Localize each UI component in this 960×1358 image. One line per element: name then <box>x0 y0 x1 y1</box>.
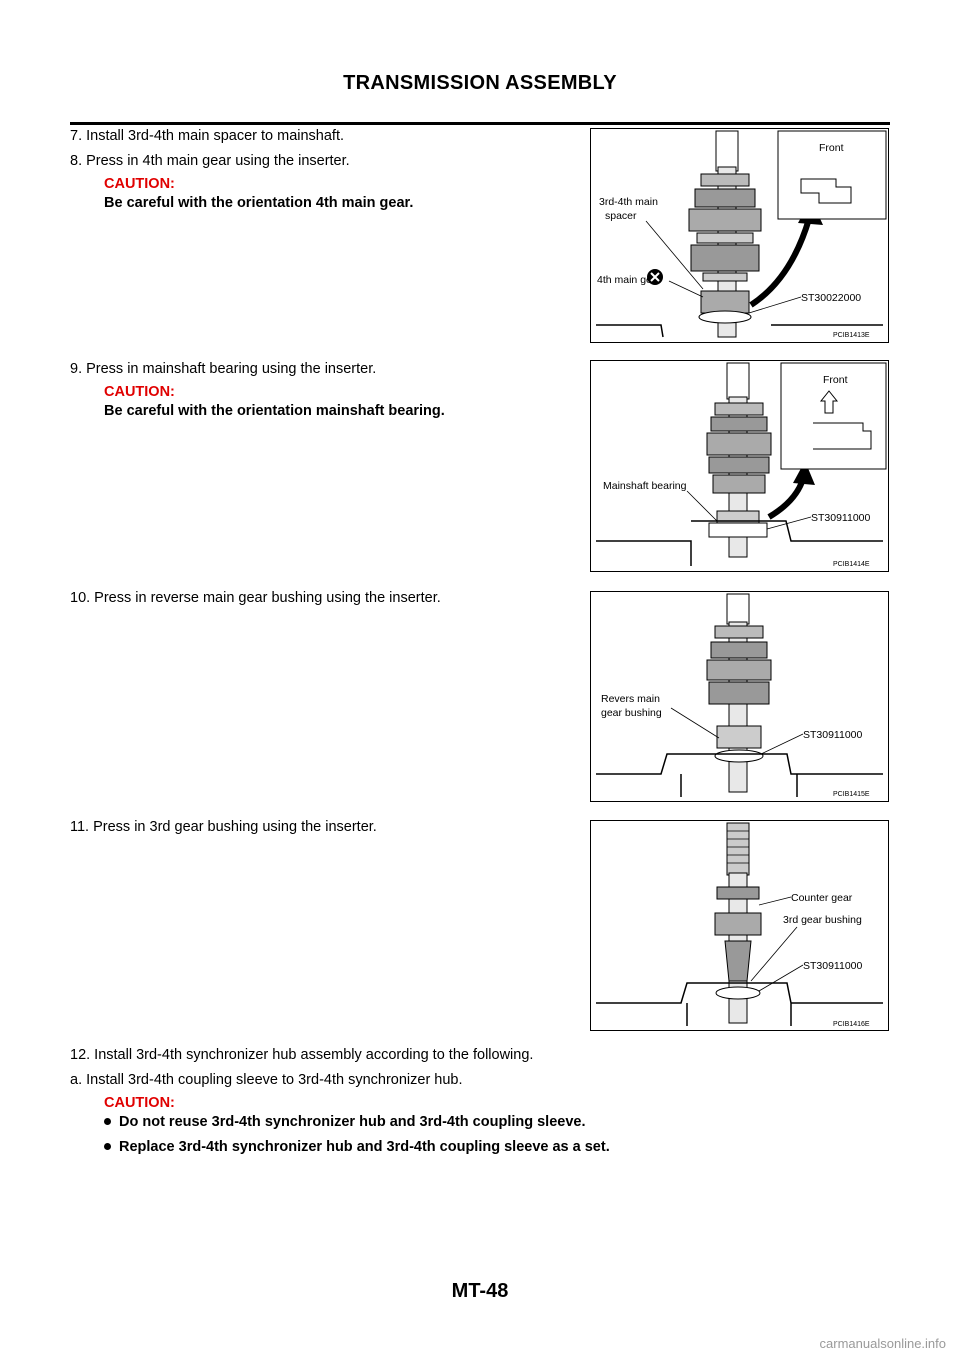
diagram-3rd-gear-bushing: Counter gear 3rd gear bushing ST30911000… <box>596 822 883 1028</box>
tool-label: ST30911000 <box>803 729 863 741</box>
step-7: 7. Install 3rd-4th main spacer to mainsh… <box>70 128 345 144</box>
watermark: carmanualsonline.info <box>819 1336 946 1351</box>
step-12: 12. Install 3rd-4th synchronizer hub ass… <box>70 1047 534 1063</box>
figure-code: PCIB1416E <box>833 1021 870 1028</box>
bushing-label: 3rd gear bushing <box>783 914 862 926</box>
tool-label: ST30911000 <box>811 512 871 524</box>
caution-label: CAUTION: <box>104 384 175 400</box>
counter-gear-label: Counter gear <box>791 892 853 904</box>
step-9: 9. Press in mainshaft bearing using the … <box>70 361 377 377</box>
caution-text: Be careful with the orientation mainshaf… <box>104 403 445 419</box>
spacer-label: 3rd-4th main <box>599 196 658 208</box>
bearing-label: Mainshaft bearing <box>603 480 687 492</box>
gear-label: 4th main gear <box>597 274 662 286</box>
caution-bullet: Do not reuse 3rd-4th synchronizer hub an… <box>104 1114 586 1130</box>
figure-mainshaft-bearing: Front Mainshaft bearing ST30911000 PCIB1… <box>590 360 889 572</box>
figure-code: PCIB1413E <box>833 332 870 339</box>
figure-code: PCIB1414E <box>833 561 870 568</box>
diagram-mainshaft-bearing: Front Mainshaft bearing ST30911000 PCIB1… <box>596 362 887 568</box>
tool-label: ST30911000 <box>803 960 863 972</box>
step-a: a. Install 3rd-4th coupling sleeve to 3r… <box>70 1072 463 1088</box>
page-number: MT-48 <box>451 1280 509 1302</box>
step-8: 8. Press in 4th main gear using the inse… <box>70 153 350 169</box>
step-11: 11. Press in 3rd gear bushing using the … <box>70 819 377 835</box>
step-10: 10. Press in reverse main gear bushing u… <box>70 590 441 606</box>
bushing-label: Revers main <box>601 693 660 705</box>
page-title: TRANSMISSION ASSEMBLY <box>343 72 617 94</box>
caution-label: CAUTION: <box>104 1095 175 1111</box>
front-label: Front <box>819 142 844 154</box>
figure-4th-main-gear: Front 3rd-4th main spacer 4th main gear … <box>590 128 889 343</box>
figure-3rd-gear-bushing: Counter gear 3rd gear bushing ST30911000… <box>590 820 889 1031</box>
diagram-reverse-main-gear-bushing: Revers main gear bushing ST30911000 PCIB… <box>596 593 883 798</box>
tool-label: ST30022000 <box>801 292 861 304</box>
bushing-label-2: gear bushing <box>601 707 662 719</box>
diagram-4th-main-gear: Front 3rd-4th main spacer 4th main gear … <box>596 130 887 339</box>
figure-code: PCIB1415E <box>833 791 870 798</box>
bullet-icon <box>104 1142 111 1150</box>
caution-label: CAUTION: <box>104 176 175 192</box>
spacer-label-2: spacer <box>605 210 637 222</box>
front-label: Front <box>823 374 848 386</box>
header-rule <box>70 122 890 125</box>
bullet-icon <box>104 1117 111 1125</box>
figure-reverse-main-gear-bushing: Revers main gear bushing ST30911000 PCIB… <box>590 591 889 802</box>
caution-text: Be careful with the orientation 4th main… <box>104 195 414 211</box>
caution-bullet: Replace 3rd-4th synchronizer hub and 3rd… <box>104 1139 610 1155</box>
